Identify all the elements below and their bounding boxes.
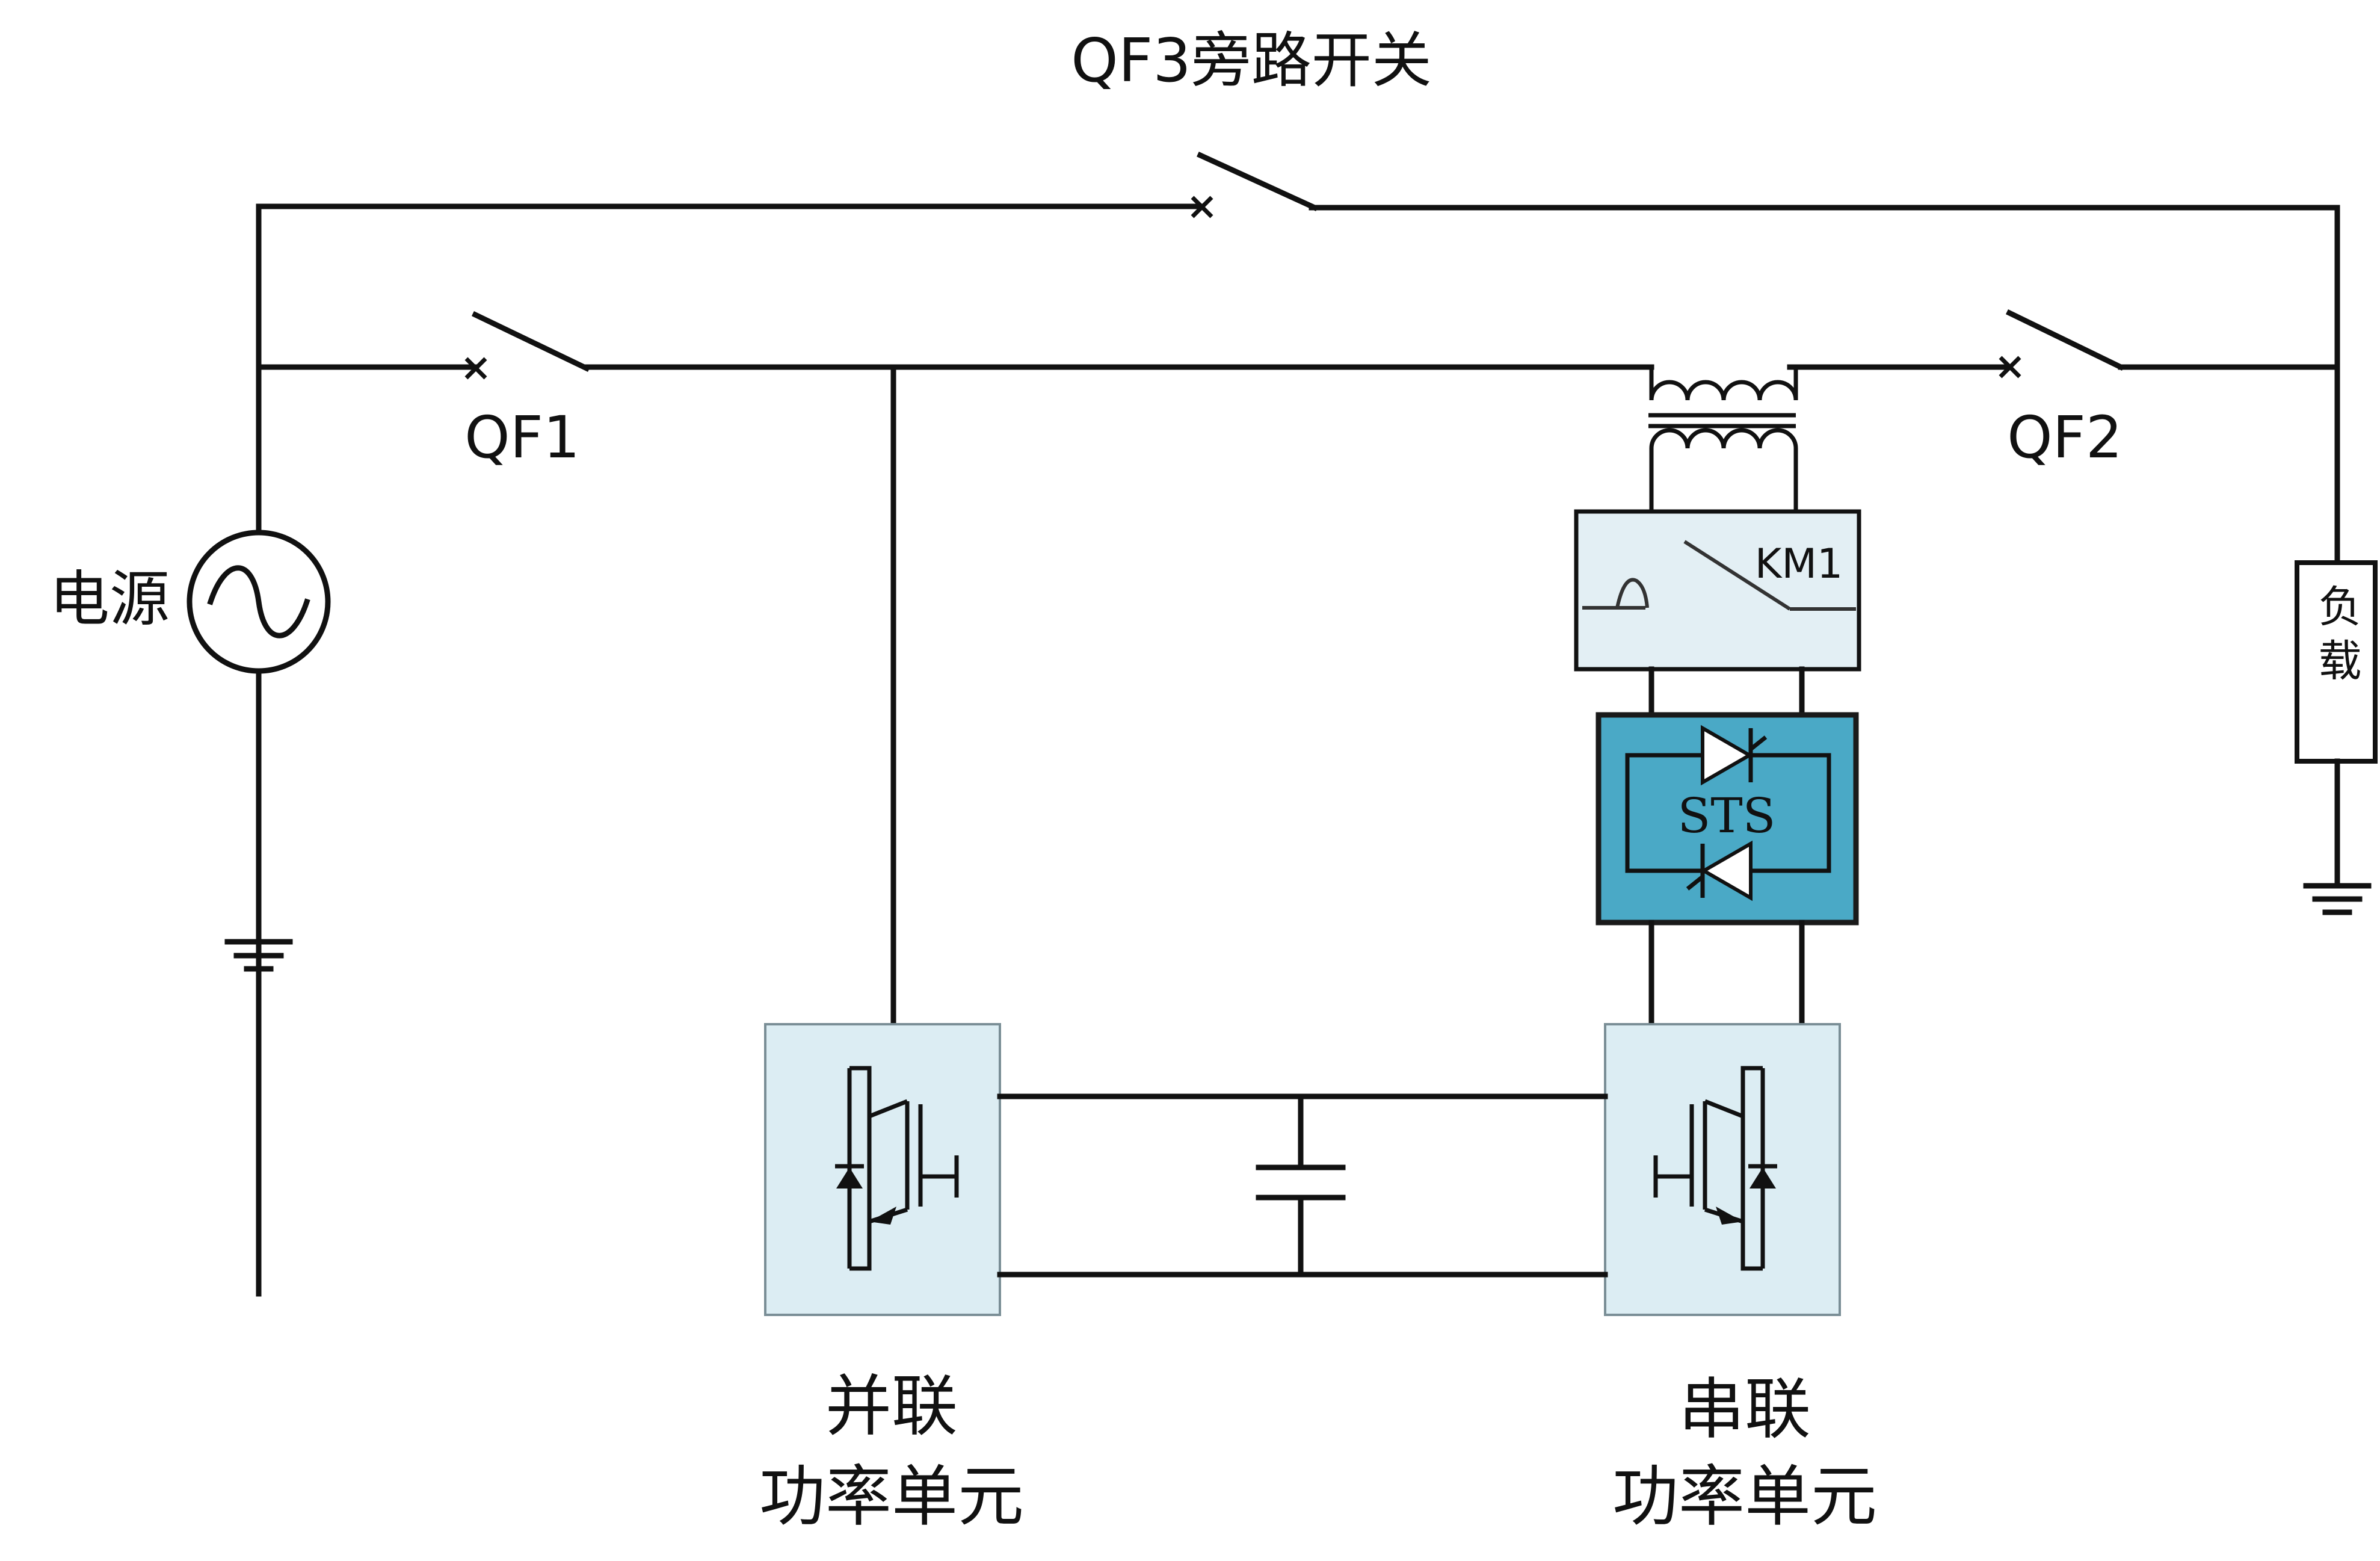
qf1-label: QF1: [464, 404, 580, 471]
series-power-unit: [1604, 1023, 1841, 1316]
capacitor-icon: [1256, 1164, 1346, 1201]
source-label: 电源: [49, 564, 170, 634]
dc-link: [997, 1093, 1608, 1278]
igbt-icon: [1653, 1066, 1777, 1271]
igbt-icon: [835, 1066, 959, 1271]
qf1-breaker: [464, 311, 591, 380]
thyristor-icon: [1701, 725, 1768, 786]
thyristor-icon: [1686, 840, 1753, 901]
series-unit-label-line2: 功率单元: [1612, 1458, 1877, 1535]
main-line: [256, 364, 2340, 566]
ac-source-icon: [187, 530, 331, 674]
sts-switch: STS: [1595, 712, 1859, 926]
qf3-label: QF3旁路开关: [1071, 25, 1432, 96]
load-label: 负载: [2311, 584, 2361, 692]
parallel-power-unit: [764, 1023, 1001, 1316]
ground-icon: [224, 668, 293, 972]
ground-icon: [2303, 758, 2372, 915]
qf3-breaker: [1191, 152, 1318, 218]
breaker-x-icon: [1191, 196, 1213, 218]
qf2-breaker: [1999, 309, 2125, 379]
km1-contactor: KM1: [1574, 509, 1861, 672]
breaker-x-icon: [1999, 356, 2021, 379]
transformer-icon: [1648, 367, 1798, 512]
parallel-unit-label-line1: 并联: [825, 1368, 958, 1445]
load-resistor: 负载: [2295, 560, 2378, 764]
contactor-icon: [1582, 540, 1856, 611]
qf2-label: QF2: [2007, 404, 2123, 471]
parallel-unit-label-line2: 功率单元: [759, 1458, 1024, 1535]
km1-label: KM1: [1755, 540, 1843, 588]
series-unit-label-line1: 串联: [1679, 1371, 1811, 1448]
breaker-x-icon: [464, 357, 487, 380]
sts-label: STS: [1678, 788, 1776, 844]
